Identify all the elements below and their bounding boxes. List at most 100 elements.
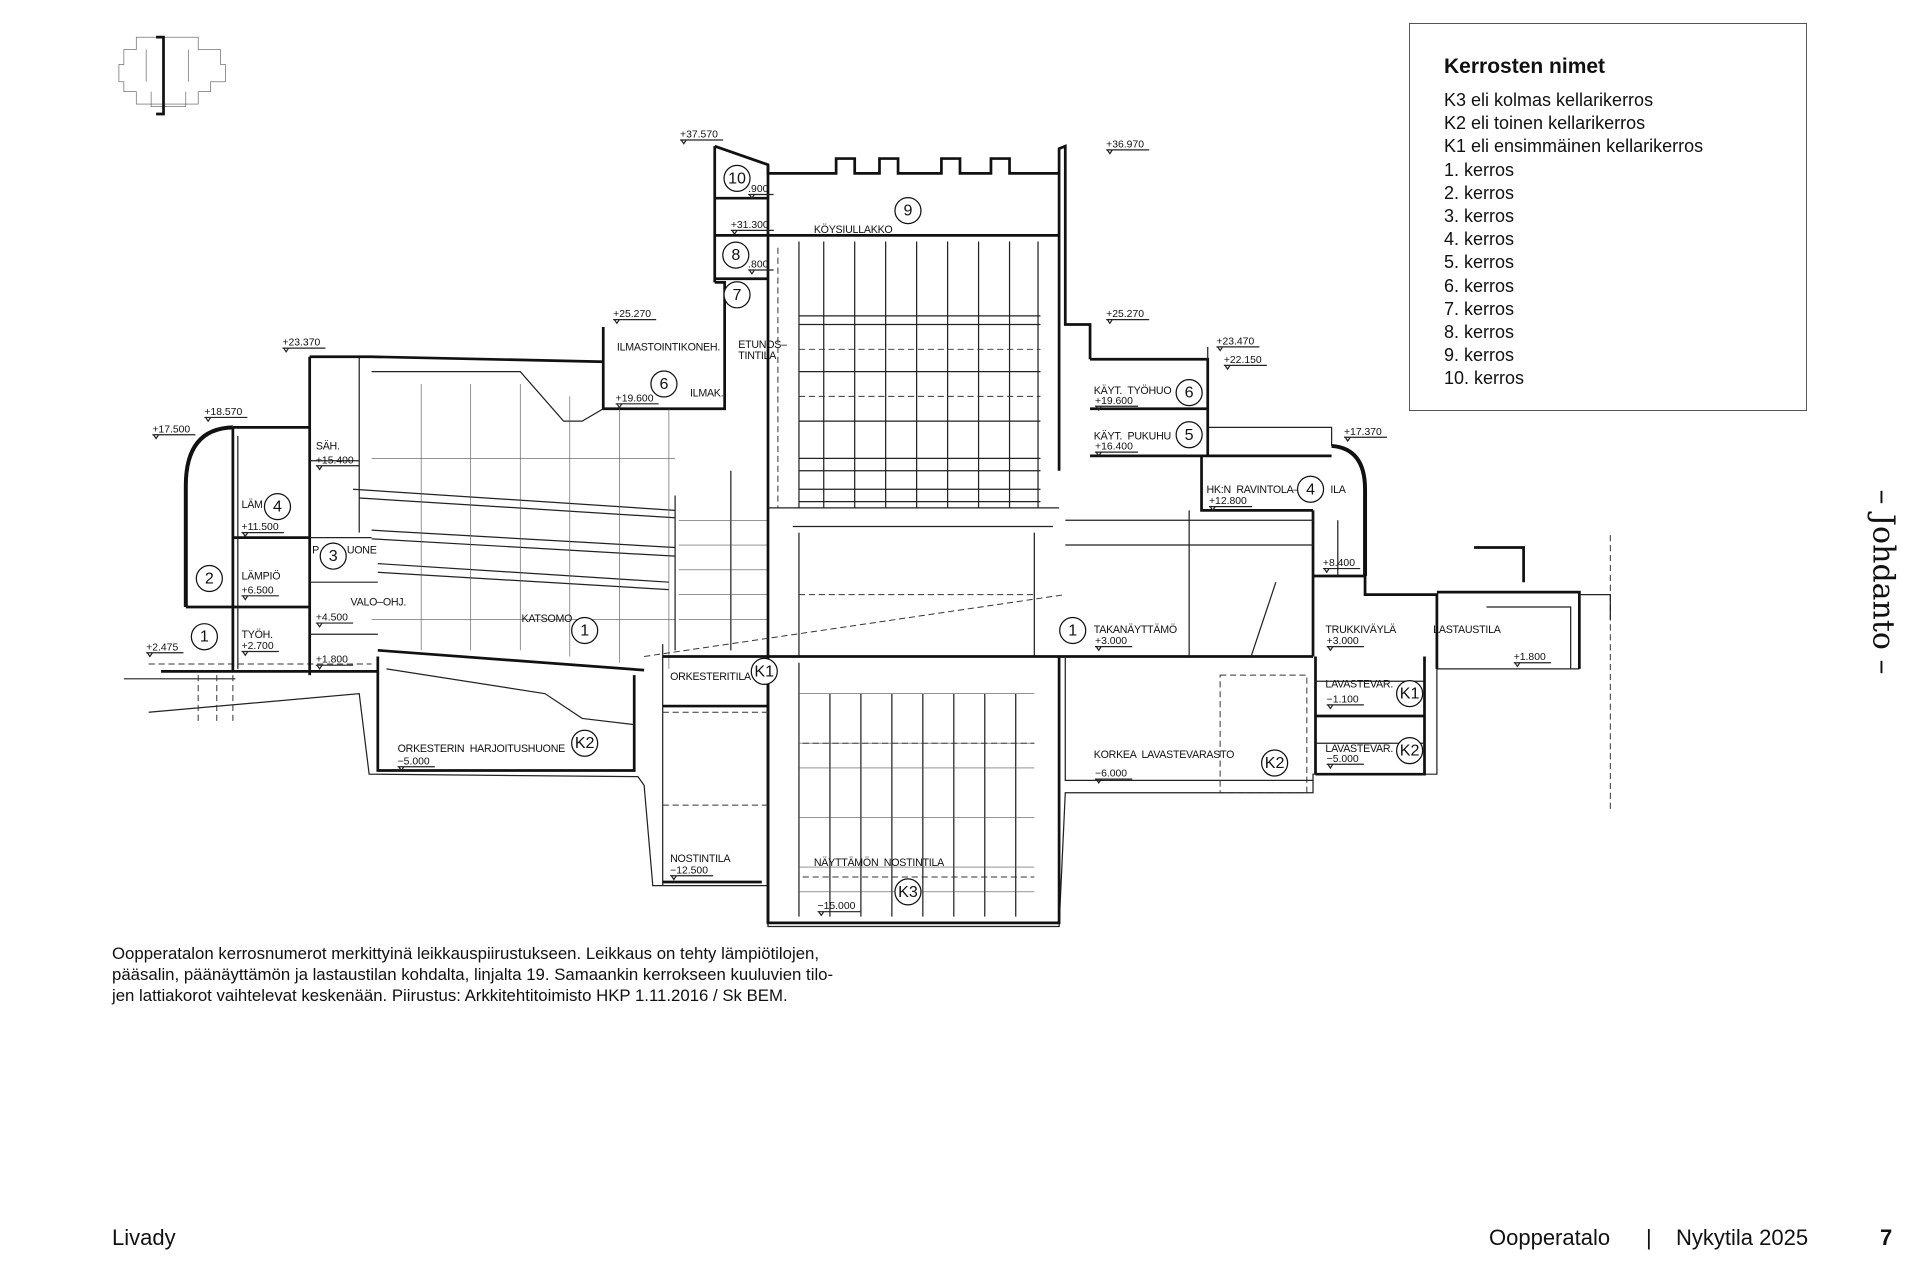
floor-marker: K1	[750, 657, 778, 686]
elevation-marker-icon	[315, 465, 359, 471]
elevation-marker-icon	[1343, 436, 1388, 443]
room-label: TYÖH.	[242, 629, 273, 641]
legend-list: K3 eli kolmas kellarikerros K2 eli toine…	[1444, 89, 1703, 391]
elevation-marker-icon	[204, 416, 248, 423]
stage-tower	[644, 144, 1314, 923]
room-label: NÄYTTÄMÖN NOSTINTILA	[814, 857, 945, 869]
svg-text:K1: K1	[754, 662, 774, 680]
floor-marker: 7	[723, 281, 751, 309]
svg-text:K1: K1	[1400, 685, 1420, 703]
elevation-label: −1.100	[1327, 694, 1359, 705]
legend-item: 10. kerros	[1444, 368, 1525, 389]
svg-text:4: 4	[273, 498, 282, 516]
floor-names-legend: Kerrosten nimet K3 eli kolmas kellariker…	[1409, 23, 1807, 411]
elevation-label: +16.400	[1095, 442, 1133, 453]
elevation-marker-icon	[1106, 318, 1150, 325]
svg-text:9: 9	[903, 202, 912, 220]
room-label: UONE	[347, 545, 377, 557]
elevation-label: +3.000	[1327, 636, 1359, 647]
room-label: KÄYT. PUKUHU	[1094, 431, 1171, 443]
elevation-label: .900	[748, 184, 768, 195]
elevation-marker-icon	[1208, 506, 1252, 512]
svg-text:8: 8	[731, 246, 740, 264]
elevation-marker-icon	[315, 664, 354, 671]
legend-item: K1 eli ensimmäinen kellarikerros	[1444, 136, 1704, 157]
elevation-label: +22.150	[1224, 355, 1262, 366]
elevation-label: +18.570	[204, 407, 242, 418]
caption-line: Oopperatalon kerrosnumerot merkittyinä l…	[112, 944, 820, 963]
elevation-marker-icon	[1513, 662, 1551, 668]
room-label: ORKESTERITILA	[670, 671, 752, 683]
legend-item: 2. kerros	[1444, 182, 1515, 203]
svg-text:1: 1	[200, 628, 209, 646]
caption-line: jen lattiakorot vaihtelevat keskenään. P…	[112, 986, 788, 1005]
legend-item: K2 eli toinen kellarikerros	[1444, 113, 1646, 134]
elevation-marker-icon	[1326, 704, 1364, 710]
elevation-label: +3.000	[1095, 636, 1127, 647]
elevation-label: +17.370	[1344, 427, 1382, 438]
elevation-marker-icon	[241, 650, 279, 657]
elevation-marker-icon	[1326, 645, 1364, 652]
room-label: KÖYSIULLAKKO	[814, 224, 893, 236]
floor-marker: K2	[571, 729, 599, 757]
room-label: ILA	[1330, 484, 1346, 496]
elevation-marker-icon	[670, 875, 714, 881]
legend-item: 7. kerros	[1444, 298, 1515, 319]
page-number: 7	[1880, 1225, 1893, 1250]
svg-text:1: 1	[1068, 621, 1077, 639]
svg-text:6: 6	[659, 375, 668, 393]
elevation-marker-icon	[1223, 364, 1267, 371]
elevation-marker-icon	[748, 193, 774, 200]
room-label: LASTAUSTILA	[1433, 624, 1502, 636]
elevation-label: .800	[748, 260, 768, 271]
room-label: KÄYT. TYÖHUO	[1094, 385, 1172, 397]
elevation-label: +11.500	[242, 522, 279, 533]
floor-marker: K3	[894, 878, 922, 906]
elevation-marker-icon	[146, 652, 184, 658]
room-label: NOSTINTILA	[670, 853, 731, 865]
svg-text:3: 3	[329, 547, 338, 565]
elevation-label: +36.970	[1106, 139, 1144, 150]
room-label: TRUKKIVÄYLÄ	[1325, 624, 1397, 636]
room-label: LAVASTEVAR.	[1325, 743, 1393, 755]
elevation-label: +8.400	[1323, 558, 1355, 569]
elevation-labels: +37.570 +36.970 +31.300 .900 .800 +25.27…	[146, 129, 1551, 917]
room-label: ILMASTOINTIKONEH.	[617, 342, 720, 354]
elevation-marker-icon	[315, 622, 354, 628]
lobby-block	[161, 356, 378, 676]
room-label: LÄMPIÖ	[242, 571, 281, 583]
room-label: P	[312, 545, 319, 557]
elevation-marker-icon	[152, 434, 196, 440]
elevation-label: −12.500	[670, 865, 708, 876]
floor-marker: K2	[1396, 737, 1424, 765]
elevation-label: −6.000	[1095, 769, 1127, 780]
svg-text:K2: K2	[575, 734, 595, 752]
elevation-label: +23.470	[1216, 336, 1254, 347]
floor-marker: 1	[190, 623, 219, 651]
floor-marker: 3	[319, 542, 347, 570]
elevation-marker-icon	[241, 532, 284, 538]
legend-item: 8. kerros	[1444, 322, 1515, 343]
elevation-marker-icon	[730, 229, 774, 236]
footer-separator: |	[1646, 1225, 1652, 1250]
floor-marker: 2	[195, 564, 223, 593]
elevation-label: +37.570	[680, 129, 718, 140]
key-plan-logo	[118, 35, 226, 116]
floor-marker: 6	[1175, 379, 1203, 407]
floor-marker: 6	[650, 370, 678, 398]
legend-item: 3. kerros	[1444, 206, 1515, 227]
elevation-label: −5.000	[1327, 754, 1359, 765]
elevation-marker-icon	[241, 595, 279, 601]
elevation-label: +19.600	[616, 393, 654, 404]
elevation-label: +12.800	[1209, 496, 1247, 507]
room-label: HK:N RAVINTOLA–	[1206, 484, 1299, 496]
section-title-vertical: – Johdanto –	[1865, 489, 1901, 675]
svg-text:7: 7	[733, 286, 742, 304]
elevation-marker-icon	[748, 269, 774, 275]
legend-title: Kerrosten nimet	[1444, 55, 1606, 78]
room-label: KORKEA LAVASTEVARASTO	[1094, 749, 1234, 761]
elevation-marker-icon	[613, 318, 657, 325]
room-label: KATSOMO	[521, 613, 572, 625]
room-labels: SÄH. LÄM P UONE LÄMPIÖ TYÖH. VALO–OHJ. K…	[242, 224, 1502, 869]
